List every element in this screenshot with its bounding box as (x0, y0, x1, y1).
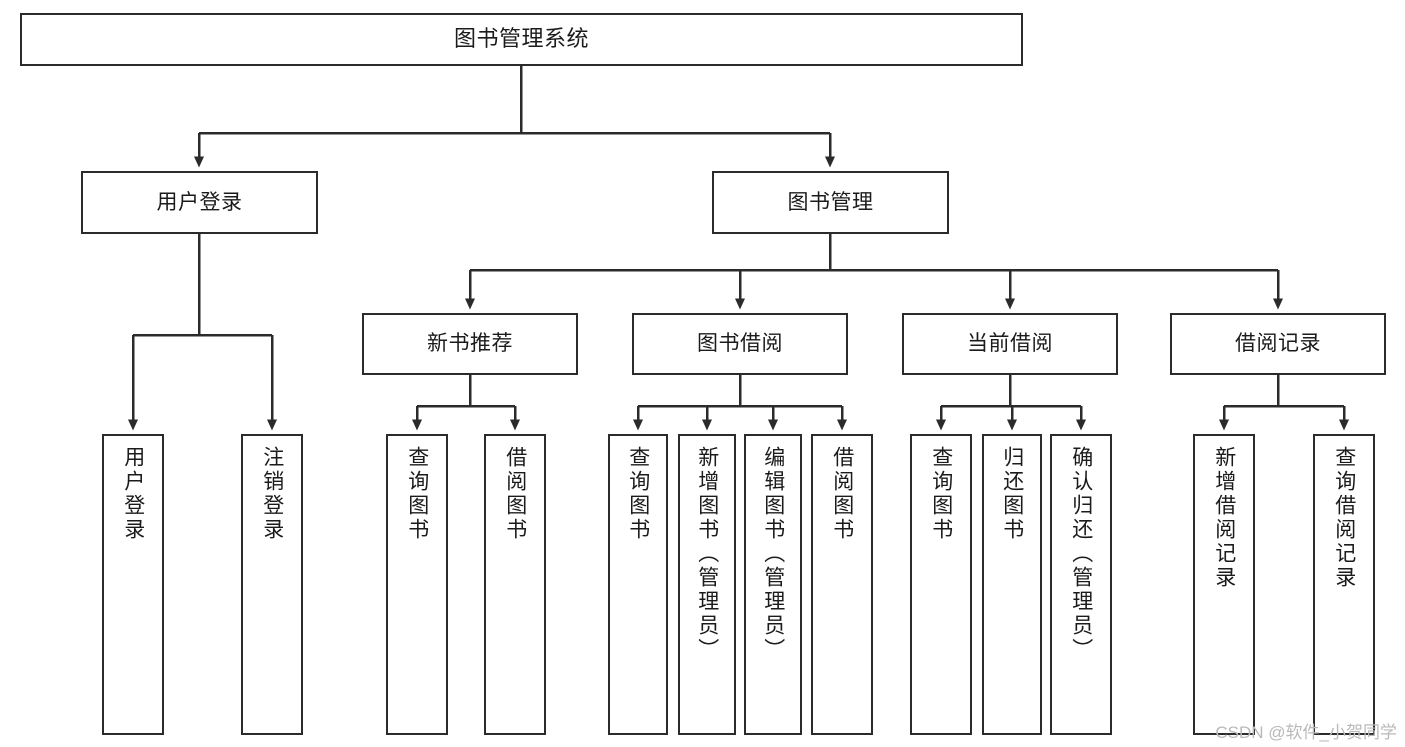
node-leaf-return-book[interactable]: 归还图书 (982, 434, 1042, 735)
node-label: 当前借阅 (967, 332, 1053, 356)
node-leaf-add-borrow-record[interactable]: 新增借阅记录 (1193, 434, 1255, 735)
node-label: 查询图书 (405, 446, 429, 542)
node-label: 图书管理系统 (453, 26, 589, 52)
node-label: 查询图书 (626, 446, 650, 542)
node-label: 归还图书 (1000, 446, 1024, 542)
node-leaf-confirm-return-admin[interactable]: 确认归还（管理员） (1050, 434, 1112, 735)
node-leaf-borrow-book-rec[interactable]: 借阅图书 (484, 434, 546, 735)
node-label: 借阅图书 (830, 446, 854, 542)
node-borrow-record[interactable]: 借阅记录 (1170, 313, 1386, 375)
node-label: 查询图书 (929, 446, 953, 542)
node-label: 注销登录 (260, 446, 284, 542)
node-label: 确认归还（管理员） (1069, 446, 1093, 662)
node-label: 新增借阅记录 (1212, 446, 1236, 590)
node-label: 图书管理 (787, 190, 874, 214)
node-book-management[interactable]: 图书管理 (712, 171, 949, 234)
node-label: 图书借阅 (697, 332, 783, 356)
node-leaf-query-borrow-record[interactable]: 查询借阅记录 (1313, 434, 1375, 735)
node-leaf-query-book-current[interactable]: 查询图书 (910, 434, 972, 735)
node-label: 用户登录 (121, 446, 145, 542)
node-leaf-user-login[interactable]: 用户登录 (102, 434, 164, 735)
node-leaf-query-book-borrow[interactable]: 查询图书 (608, 434, 668, 735)
node-label: 新书推荐 (427, 332, 513, 356)
node-leaf-borrow-book[interactable]: 借阅图书 (811, 434, 873, 735)
node-leaf-edit-book-admin[interactable]: 编辑图书（管理员） (744, 434, 802, 735)
node-book-borrow[interactable]: 图书借阅 (632, 313, 848, 375)
node-label: 编辑图书（管理员） (761, 446, 785, 662)
node-user-login[interactable]: 用户登录 (81, 171, 318, 234)
node-leaf-add-book-admin[interactable]: 新增图书（管理员） (678, 434, 736, 735)
node-current-borrow[interactable]: 当前借阅 (902, 313, 1118, 375)
node-label: 借阅图书 (503, 446, 527, 542)
node-label: 借阅记录 (1235, 332, 1321, 356)
node-label: 新增图书（管理员） (695, 446, 719, 662)
node-label: 用户登录 (156, 190, 243, 214)
csdn-watermark: CSDN @软件_小贺同学 (1215, 723, 1397, 742)
node-root[interactable]: 图书管理系统 (20, 13, 1023, 66)
node-leaf-logout[interactable]: 注销登录 (241, 434, 303, 735)
node-leaf-query-book-rec[interactable]: 查询图书 (386, 434, 448, 735)
node-label: 查询借阅记录 (1332, 446, 1356, 590)
node-new-book-recommend[interactable]: 新书推荐 (362, 313, 578, 375)
